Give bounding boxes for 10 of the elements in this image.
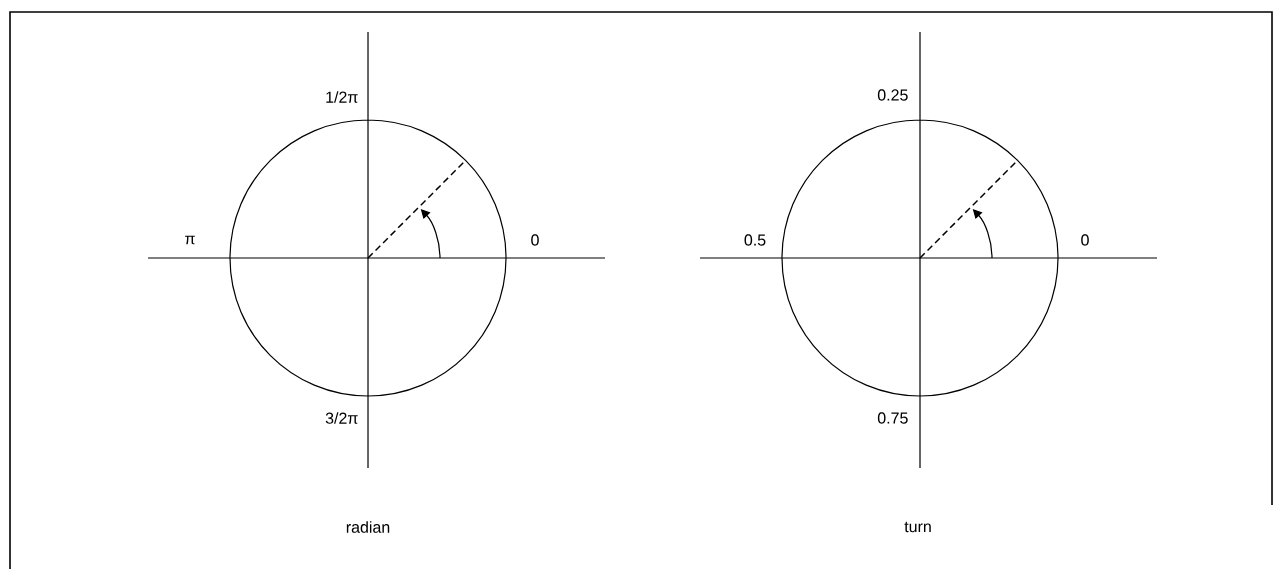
axis-label: 0.5	[744, 234, 766, 246]
axis-label: 1/2π	[326, 91, 358, 103]
axis-label: 0.75	[877, 412, 908, 424]
axis-label: radian	[346, 521, 390, 533]
axis-label: π	[185, 235, 195, 245]
axis-label: 0.25	[877, 89, 908, 101]
axis-label: 0	[1081, 234, 1089, 246]
axis-label: turn	[904, 521, 931, 533]
axis-label: 0	[531, 234, 539, 246]
axis-label: 3/2π	[325, 412, 358, 424]
